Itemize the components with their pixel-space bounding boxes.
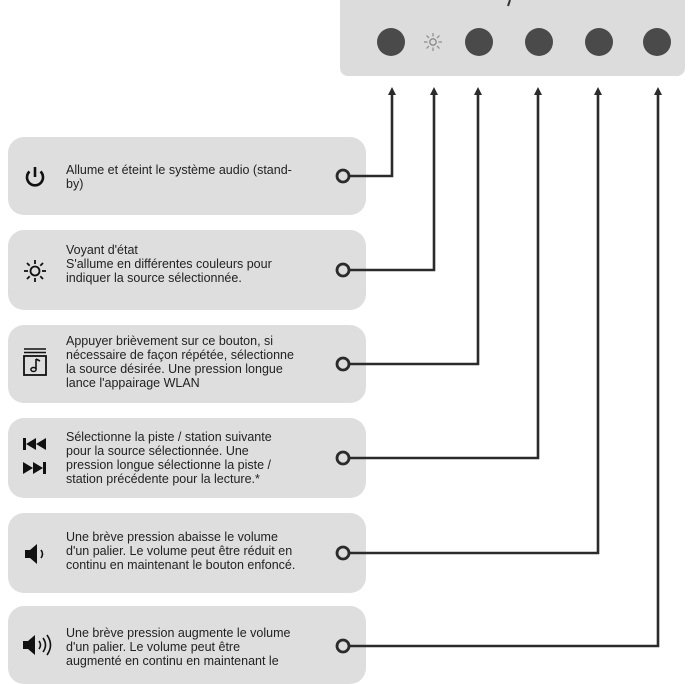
music-source-icon bbox=[23, 348, 47, 376]
text-line: Sélectionne la piste / station suivante bbox=[66, 430, 272, 444]
connector-volume-down bbox=[350, 87, 602, 555]
connector-volume-up bbox=[350, 87, 662, 648]
item-text-source: Appuyer brièvement sur ce bouton, si néc… bbox=[66, 334, 294, 390]
terminal-dot bbox=[335, 168, 351, 184]
text-line: pression longue sélectionne la piste / bbox=[66, 458, 271, 472]
text-line: Une brève pression abaisse le volume bbox=[66, 530, 278, 544]
panel-top-mark bbox=[507, 0, 511, 7]
text-line: Appuyer brièvement sur ce bouton, si bbox=[66, 334, 274, 348]
volume-down-button[interactable] bbox=[585, 28, 613, 56]
text-line: indiquer la source sélectionnée. bbox=[66, 271, 242, 285]
text-line: lance l'appairage WLAN bbox=[66, 376, 200, 390]
item-text-power: Allume et éteint le système audio (stand… bbox=[66, 163, 292, 191]
source-button[interactable] bbox=[465, 28, 493, 56]
text-line: Allume et éteint le système audio (stand… bbox=[66, 163, 292, 177]
text-line: station précédente pour la lecture.* bbox=[66, 472, 260, 486]
item-box-skip: Sélectionne la piste / station suivante … bbox=[8, 418, 366, 498]
item-box-source: Appuyer brièvement sur ce bouton, si néc… bbox=[8, 325, 366, 403]
connector-power bbox=[350, 87, 396, 178]
device-control-panel bbox=[340, 0, 685, 76]
terminal-dot bbox=[335, 262, 351, 278]
track-button[interactable] bbox=[525, 28, 553, 56]
item-box-volume-down: Une brève pression abaisse le volume d'u… bbox=[8, 513, 366, 593]
item-text-volume-down: Une brève pression abaisse le volume d'u… bbox=[66, 530, 295, 572]
text-line: by) bbox=[66, 177, 84, 191]
text-line: Voyant d'état bbox=[66, 243, 138, 257]
item-text-status: Voyant d'état S'allume en différentes co… bbox=[66, 243, 272, 285]
terminal-dot bbox=[335, 450, 351, 466]
volume-up-button[interactable] bbox=[643, 28, 671, 56]
text-line: d'un palier. Le volume peut être réduit … bbox=[66, 544, 293, 558]
item-box-volume-up: Une brève pression augmente le volume d'… bbox=[8, 606, 366, 684]
terminal-dot bbox=[335, 638, 351, 654]
item-text-volume-up: Une brève pression augmente le volume d'… bbox=[66, 626, 290, 668]
skip-icon bbox=[23, 438, 46, 474]
volume-up-icon bbox=[23, 634, 52, 656]
connector-skip bbox=[350, 87, 542, 460]
connector-status bbox=[350, 87, 438, 272]
item-text-skip: Sélectionne la piste / station suivante … bbox=[66, 430, 272, 486]
text-line: d'un palier. Le volume peut être bbox=[66, 640, 241, 654]
text-line: augmenté en continu en maintenant le bbox=[66, 654, 279, 668]
power-button[interactable] bbox=[377, 28, 405, 56]
status-led-icon bbox=[424, 33, 442, 51]
text-line: la source désirée. Une pression longue bbox=[66, 362, 283, 376]
text-line: pour la source sélectionnée. Une bbox=[66, 444, 249, 458]
text-line: S'allume en différentes couleurs pour bbox=[66, 257, 272, 271]
connector-source bbox=[350, 87, 482, 366]
next-icon bbox=[23, 462, 46, 474]
item-box-power: Allume et éteint le système audio (stand… bbox=[8, 137, 366, 215]
text-line: nécessaire de façon répétée, sélectionne bbox=[66, 348, 294, 362]
item-box-status: Voyant d'état S'allume en différentes co… bbox=[8, 230, 366, 310]
text-line: continu en maintenant le bouton enfoncé. bbox=[66, 558, 296, 572]
power-icon bbox=[25, 167, 45, 187]
terminal-dot bbox=[335, 545, 351, 561]
sun-icon bbox=[24, 260, 46, 282]
volume-down-icon bbox=[25, 544, 44, 564]
terminal-dot bbox=[335, 356, 351, 372]
text-line: Une brève pression augmente le volume bbox=[66, 626, 291, 640]
previous-icon bbox=[23, 438, 46, 450]
